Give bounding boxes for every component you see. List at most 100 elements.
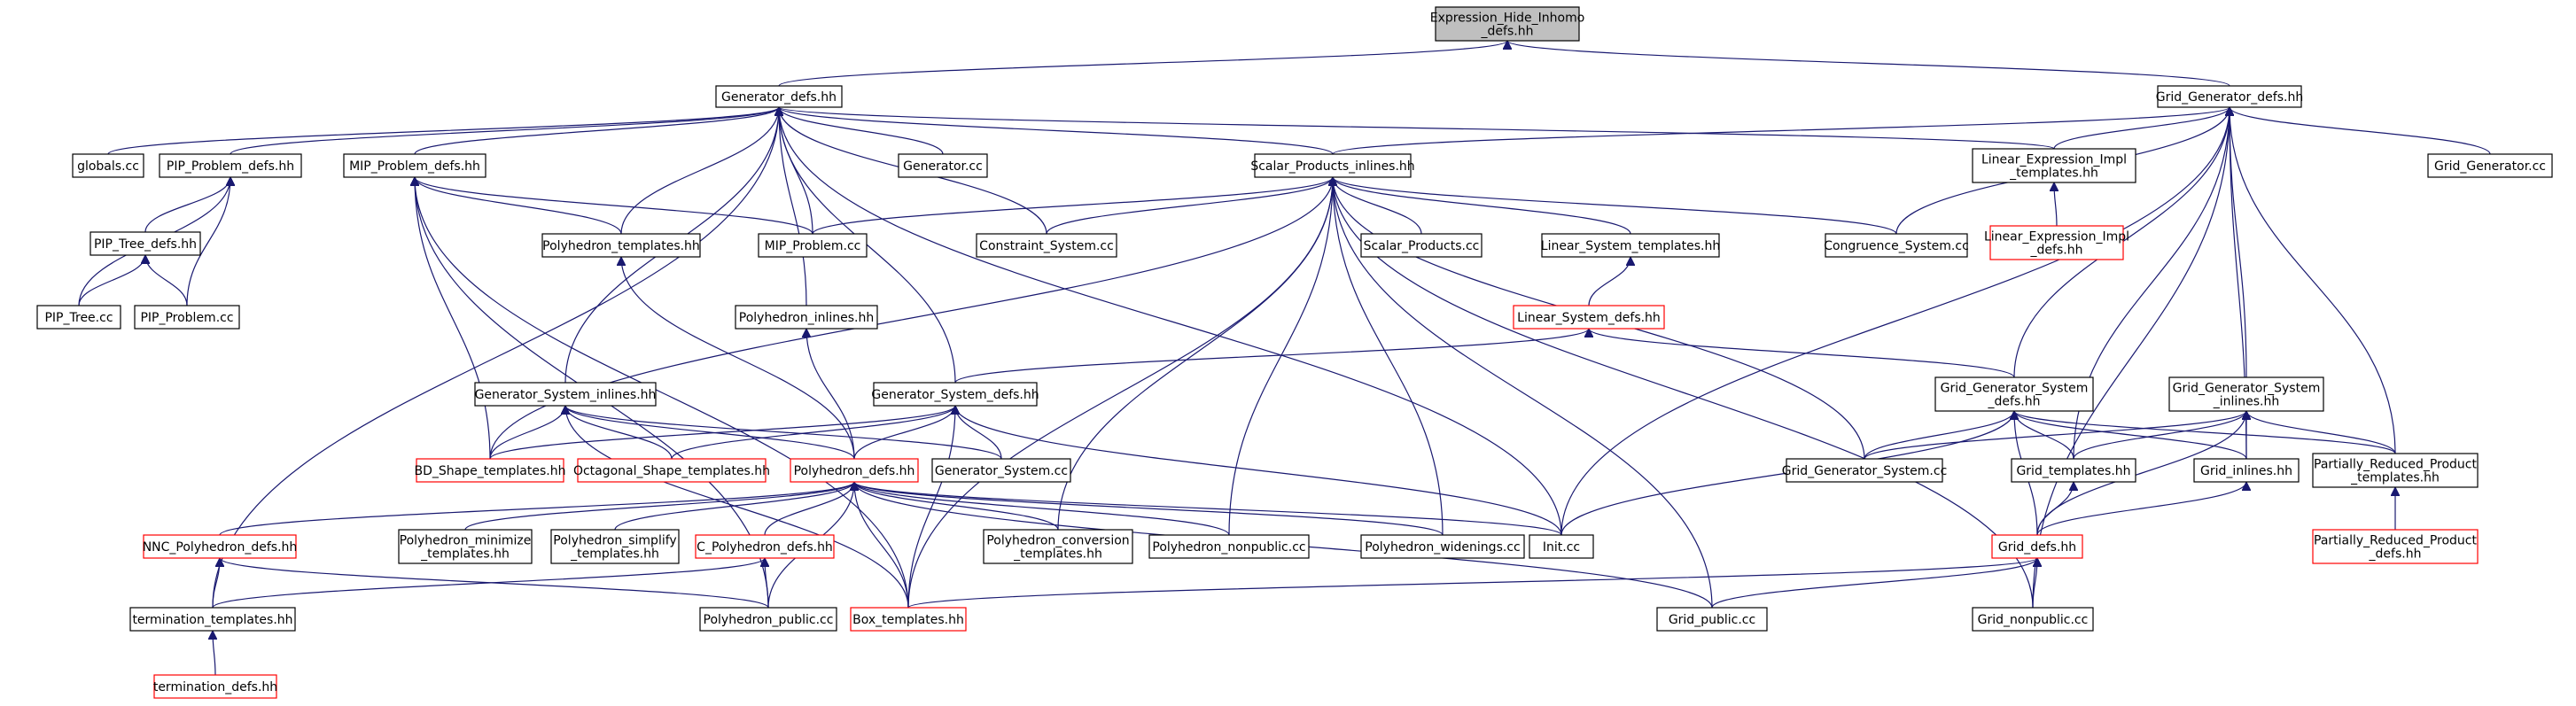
- edge-termination_templates-to-generator_defs: [212, 107, 779, 609]
- edge-polyhedron_defs-to-polyhedron_templates: [621, 257, 855, 460]
- edge-linear_system_defs-to-linear_system_templates: [1588, 256, 1630, 306]
- node-grid-generator-system-defs[interactable]: Grid_Generator_System_defs.hh: [1934, 376, 2094, 412]
- node-polyhedron-defs[interactable]: Polyhedron_defs.hh: [790, 458, 919, 483]
- node-prp-templates[interactable]: Partially_Reduced_Product_templates.hh: [2312, 453, 2479, 488]
- node-box: [1825, 233, 1968, 258]
- node-label: _defs.hh: [1481, 25, 1534, 39]
- edge-congruence_system_cc-to-scalar_products_inlines: [1333, 176, 1897, 235]
- node-box: [89, 231, 201, 256]
- node-label: Generator_System.cc: [935, 464, 1068, 478]
- node-c-polyhedron-defs[interactable]: C_Polyhedron_defs.hh: [695, 534, 835, 559]
- node-box: [1972, 607, 2094, 632]
- node-generator-system-inlines[interactable]: Generator_System_inlines.hh: [474, 382, 657, 407]
- node-linear-system-defs[interactable]: Linear_System_defs.hh: [1513, 305, 1665, 330]
- edge-globals_cc-to-generator_defs: [107, 106, 779, 155]
- edge-polyhedron_templates-to-generator_defs: [620, 107, 779, 235]
- node-label: PIP_Tree.cc: [44, 311, 113, 325]
- node-grid-generator-system-cc[interactable]: Grid_Generator_System.cc: [1782, 458, 1948, 483]
- edge-pip_problem_defs-to-generator_defs: [230, 106, 779, 155]
- node-polyhedron-widenings-cc[interactable]: Polyhedron_widenings.cc: [1360, 534, 1525, 559]
- node-label: Polyhedron_nonpublic.cc: [1152, 540, 1305, 555]
- node-pip-problem-cc[interactable]: PIP_Problem.cc: [134, 305, 240, 330]
- node-grid-generator-defs[interactable]: Grid_Generator_defs.hh: [2156, 85, 2303, 108]
- node-label: C_Polyhedron_defs.hh: [697, 540, 833, 555]
- node-constraint-system-cc[interactable]: Constraint_System.cc: [976, 233, 1117, 258]
- node-grid-inlines[interactable]: Grid_inlines.hh: [2193, 458, 2300, 483]
- edge-grid_public_cc-to-grid_defs: [1711, 557, 2037, 609]
- node-generator-defs[interactable]: Generator_defs.hh: [715, 85, 843, 108]
- node-grid-generator-system-inlines[interactable]: Grid_Generator_System_inlines.hh: [2168, 376, 2324, 412]
- node-box: [1435, 6, 1580, 42]
- node-scalar-products-cc[interactable]: Scalar_Products.cc: [1360, 233, 1483, 258]
- node-box: [1656, 607, 1768, 632]
- node-grid-templates[interactable]: Grid_templates.hh: [2011, 458, 2136, 483]
- edge-scalar_products_inlines-to-grid_generator_defs: [1332, 106, 2230, 155]
- node-linear-expression-impl-defs[interactable]: Linear_Expression_Impl_defs.hh: [1984, 225, 2129, 260]
- node-label: Grid_templates.hh: [2016, 464, 2130, 478]
- node-bd-shape-templates[interactable]: BD_Shape_templates.hh: [415, 458, 566, 483]
- node-box: [1972, 148, 2136, 183]
- node-congruence-system-cc[interactable]: Congruence_System.cc: [1824, 233, 1969, 258]
- node-box: [1934, 376, 2094, 412]
- edge-bd_shape_templates-to-scalar_products_inlines: [489, 177, 1333, 460]
- node-init-cc[interactable]: Init.cc: [1529, 534, 1594, 559]
- node-pip-tree-defs[interactable]: PIP_Tree_defs.hh: [89, 231, 201, 256]
- node-polyhedron-inlines[interactable]: Polyhedron_inlines.hh: [735, 305, 878, 330]
- node-label: Polyhedron_minimize: [400, 534, 532, 548]
- node-pip-tree-cc[interactable]: PIP_Tree.cc: [36, 305, 121, 330]
- node-label: PIP_Problem.cc: [140, 311, 233, 325]
- edge-nnc_polyhedron_defs-to-polyhedron_defs: [219, 481, 854, 536]
- edge-polyhedron_defs-to-generator_system_defs: [853, 405, 955, 460]
- node-box: [541, 233, 701, 258]
- node-polyhedron-public-cc[interactable]: Polyhedron_public.cc: [699, 607, 837, 632]
- node-box: [72, 153, 144, 178]
- node-generator-system-cc[interactable]: Generator_System.cc: [931, 458, 1071, 483]
- node-octagonal-shape-templates[interactable]: Octagonal_Shape_templates.hh: [573, 458, 770, 483]
- node-box: [898, 153, 988, 178]
- node-box-templates[interactable]: Box_templates.hh: [850, 607, 967, 632]
- node-label: Congruence_System.cc: [1824, 239, 1969, 253]
- edge-polyhedron_widenings_cc-to-polyhedron_defs: [854, 481, 1444, 536]
- edge-polyhedron_nonpublic_cc-to-scalar_products_inlines: [1228, 177, 1333, 536]
- node-scalar-products-inlines[interactable]: Scalar_Products_inlines.hh: [1250, 153, 1415, 178]
- node-label: Box_templates.hh: [852, 613, 964, 627]
- edge-grid_generator_defs-to-root: [1507, 40, 2230, 87]
- node-label: Polyhedron_inlines.hh: [739, 311, 874, 325]
- node-grid-defs[interactable]: Grid_defs.hh: [1991, 534, 2083, 559]
- node-label: Init.cc: [1543, 540, 1580, 555]
- edge-termination_defs-to-termination_templates: [213, 631, 215, 676]
- node-termination-templates[interactable]: termination_templates.hh: [129, 607, 296, 632]
- node-grid-nonpublic-cc[interactable]: Grid_nonpublic.cc: [1972, 607, 2094, 632]
- node-generator-system-defs[interactable]: Generator_System_defs.hh: [871, 382, 1039, 407]
- node-linear-expression-impl-templates[interactable]: Linear_Expression_Impl_templates.hh: [1972, 148, 2136, 183]
- node-grid-generator-cc[interactable]: Grid_Generator.cc: [2427, 153, 2553, 178]
- node-box: [2168, 376, 2324, 412]
- edge-grid_templates-to-grid_generator_system_inlines: [2073, 410, 2246, 460]
- node-label: Linear_System_templates.hh: [1541, 239, 1720, 253]
- node-box: [1148, 534, 1310, 559]
- node-box: [1513, 305, 1665, 330]
- node-label: Grid_Generator_System: [1941, 382, 2089, 396]
- node-nnc-polyhedron-defs[interactable]: NNC_Polyhedron_defs.hh: [143, 534, 298, 559]
- node-polyhedron-simplify-templates[interactable]: Polyhedron_simplify_templates.hh: [550, 529, 680, 564]
- node-label: BD_Shape_templates.hh: [415, 464, 566, 478]
- node-grid-public-cc[interactable]: Grid_public.cc: [1656, 607, 1768, 632]
- node-polyhedron-templates[interactable]: Polyhedron_templates.hh: [541, 233, 701, 258]
- node-polyhedron-minimize-templates[interactable]: Polyhedron_minimize_templates.hh: [398, 529, 533, 564]
- node-polyhedron-conversion-templates[interactable]: Polyhedron_conversion_templates.hh: [983, 529, 1133, 564]
- node-box: [550, 529, 680, 564]
- node-pip-problem-defs[interactable]: PIP_Problem_defs.hh: [159, 153, 302, 178]
- node-linear-system-templates[interactable]: Linear_System_templates.hh: [1541, 233, 1720, 258]
- node-label: Grid_defs.hh: [1998, 540, 2076, 555]
- node-label: Grid_Generator_System: [2173, 382, 2321, 396]
- node-mip-problem-defs[interactable]: MIP_Problem_defs.hh: [343, 153, 486, 178]
- node-label: PIP_Tree_defs.hh: [94, 237, 197, 252]
- node-mip-problem-cc[interactable]: MIP_Problem.cc: [758, 233, 868, 258]
- node-generator-cc[interactable]: Generator.cc: [898, 153, 988, 178]
- node-prp-defs[interactable]: Partially_Reduced_Product_defs.hh: [2312, 529, 2479, 564]
- node-label: Partially_Reduced_Product: [2314, 458, 2478, 472]
- node-globals-cc[interactable]: globals.cc: [72, 153, 144, 178]
- edge-init_cc-to-grid_generator_defs: [1560, 107, 2230, 536]
- node-termination-defs[interactable]: termination_defs.hh: [153, 674, 277, 699]
- node-polyhedron-nonpublic-cc[interactable]: Polyhedron_nonpublic.cc: [1148, 534, 1310, 559]
